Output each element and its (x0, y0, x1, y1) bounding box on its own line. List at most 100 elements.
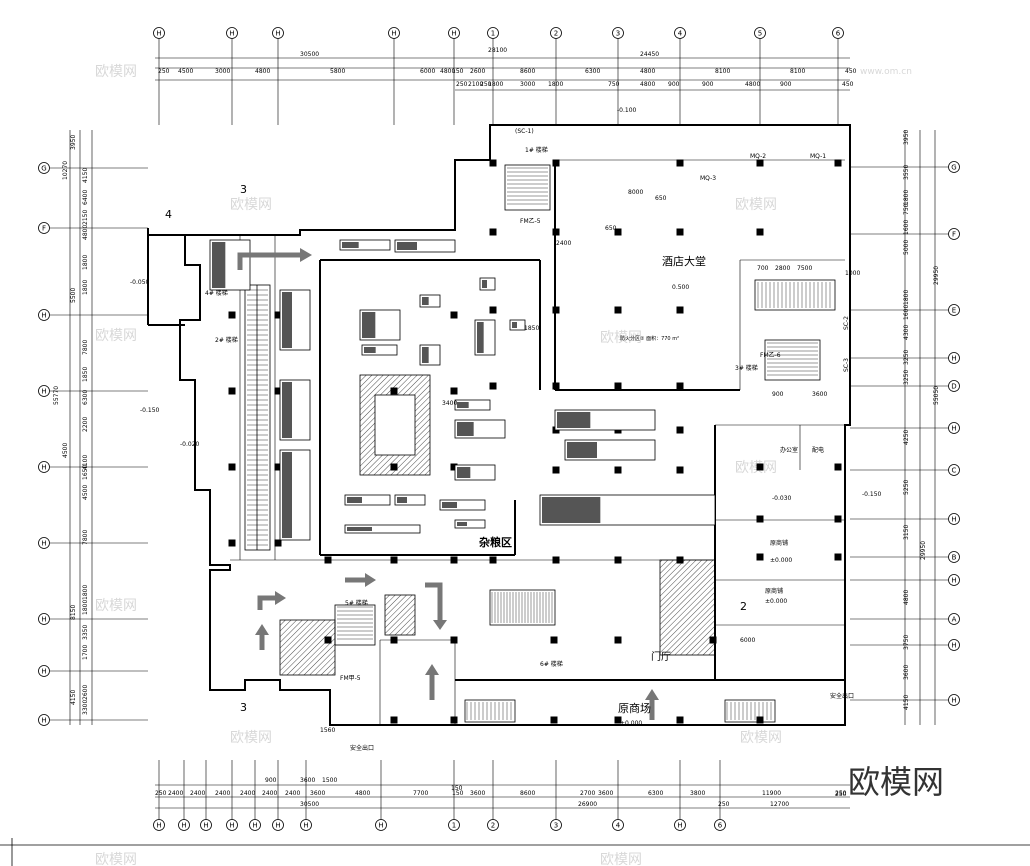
bottom-dim-value: 8600 (520, 790, 535, 797)
top-dim-value: 450 (842, 81, 854, 88)
axis-bubble-bottom: H (674, 819, 686, 831)
structural-column (676, 426, 684, 434)
structural-column (676, 382, 684, 390)
axis-bubble-left: H (38, 613, 50, 625)
axis-bubble-top-label: H (451, 30, 456, 38)
axis-bubble-bottom-label: H (275, 822, 280, 830)
left-dim-value: 2600 (82, 685, 89, 700)
left-dim-value: 1700 (82, 645, 89, 660)
axis-bubble-left-label: H (41, 540, 46, 548)
axis-bubble-top: 5 (754, 27, 766, 39)
fire-exit-label: 安全出口 (830, 692, 854, 700)
axis-bubble-bottom-label: H (303, 822, 308, 830)
top-dim-value: 4800 (640, 81, 655, 88)
axis-bubble-right: H (948, 694, 960, 706)
watermark-logo: 欧模网 (95, 852, 137, 866)
sc-label: (SC-1) (515, 128, 534, 135)
axis-bubble-bottom: H (272, 819, 284, 831)
right-dim-value: 1600 (903, 305, 910, 320)
structural-column (550, 636, 558, 644)
flow-arrows (237, 252, 655, 720)
hatched-zone (384, 594, 416, 636)
level-mark: -0.100 (617, 107, 637, 114)
left-dim-value: 8150 (70, 605, 77, 620)
bottom-dim-value: 2400 (168, 790, 183, 797)
office-label: 办公室 (780, 446, 798, 454)
shelf-unit (439, 499, 486, 511)
hatched-zone (659, 559, 716, 656)
structural-column (552, 466, 560, 474)
top-dim-value: 3000 (215, 68, 230, 75)
left-dim-value: 4150 (70, 690, 77, 705)
bottom-dim-value: 3600 (598, 790, 613, 797)
shop-label: 原商铺 (765, 587, 783, 595)
sc-label: SC-3 (843, 358, 850, 372)
shelf-fill (457, 402, 469, 408)
bottom-dim-value: 2400 (190, 790, 205, 797)
right-dim-value: 55050 (933, 386, 940, 405)
axis-bubble-left-label: H (41, 464, 46, 472)
axis-bubble-right-label: E (952, 307, 956, 315)
axis-bubble-top: 6 (832, 27, 844, 39)
bottom-dim-900: 900 (265, 777, 277, 784)
structural-column (390, 636, 398, 644)
axis-bubble-right-label: H (951, 425, 956, 433)
top-dim-value: 4800 (440, 68, 455, 75)
axis-bubble-bottom-label: H (203, 822, 208, 830)
bottom-dim-value: 6300 (648, 790, 663, 797)
section-number: 3 (240, 701, 247, 714)
axis-bubble-top-label: 2 (554, 30, 558, 38)
axis-bubble-right-label: H (951, 577, 956, 585)
structural-column (228, 539, 236, 547)
shelf-fill (567, 442, 597, 458)
axis-bubble-bottom: H (178, 819, 190, 831)
bottom-dim-value: 7700 (413, 790, 428, 797)
bottom-dim-1500: 1500 (322, 777, 337, 784)
section-number: 3 (240, 183, 247, 196)
mq-label: MQ-3 (700, 175, 716, 182)
bottom-dim-small: 250 (835, 791, 847, 798)
axis-bubble-bottom-label: H (229, 822, 234, 830)
structural-column (614, 382, 622, 390)
dim-label: 7500 (797, 265, 812, 272)
axis-bubble-top-label: 5 (758, 30, 762, 38)
axis-bubble-right-label: D (951, 383, 956, 391)
top-dim-value: 3000 (520, 81, 535, 88)
shelf-fill (347, 497, 362, 503)
structural-column (550, 716, 558, 724)
axis-bubble-left-label: H (41, 388, 46, 396)
structural-column (552, 382, 560, 390)
structural-column (228, 311, 236, 319)
axis-bubble-top: 3 (612, 27, 624, 39)
structural-column (676, 716, 684, 724)
axis-bubble-bottom-label: 6 (718, 822, 723, 830)
bottom-total-right: 12700 (770, 801, 789, 808)
top-dim-value: 5800 (330, 68, 345, 75)
dim-label: 3600 (812, 391, 827, 398)
electric-label: 配电 (812, 446, 824, 454)
axis-bubble-bottom: H (300, 819, 312, 831)
axis-bubble-bottom: 1 (448, 819, 460, 831)
axis-bubble-left: H (38, 309, 50, 321)
right-dim-value: 3250 (903, 370, 910, 385)
shelf-fill (442, 502, 457, 508)
axis-bubble-left: H (38, 665, 50, 677)
structural-column (834, 515, 842, 523)
left-dim-value: 4150 (82, 168, 89, 183)
structural-column (324, 636, 332, 644)
axis-bubble-bottom-label: H (181, 822, 186, 830)
shelf-unit (454, 519, 486, 529)
shelf-fill (512, 322, 517, 328)
room-label-hotel-lobby: 酒店大堂 (662, 254, 706, 268)
structural-column (676, 228, 684, 236)
bottom-dim-value: 3600 (470, 790, 485, 797)
escalator (244, 284, 271, 551)
structural-column (614, 636, 622, 644)
top-left-total: 30500 (300, 51, 319, 58)
axis-bubble-top-label: H (156, 30, 161, 38)
bottom-dim-value: 250 (835, 790, 847, 797)
